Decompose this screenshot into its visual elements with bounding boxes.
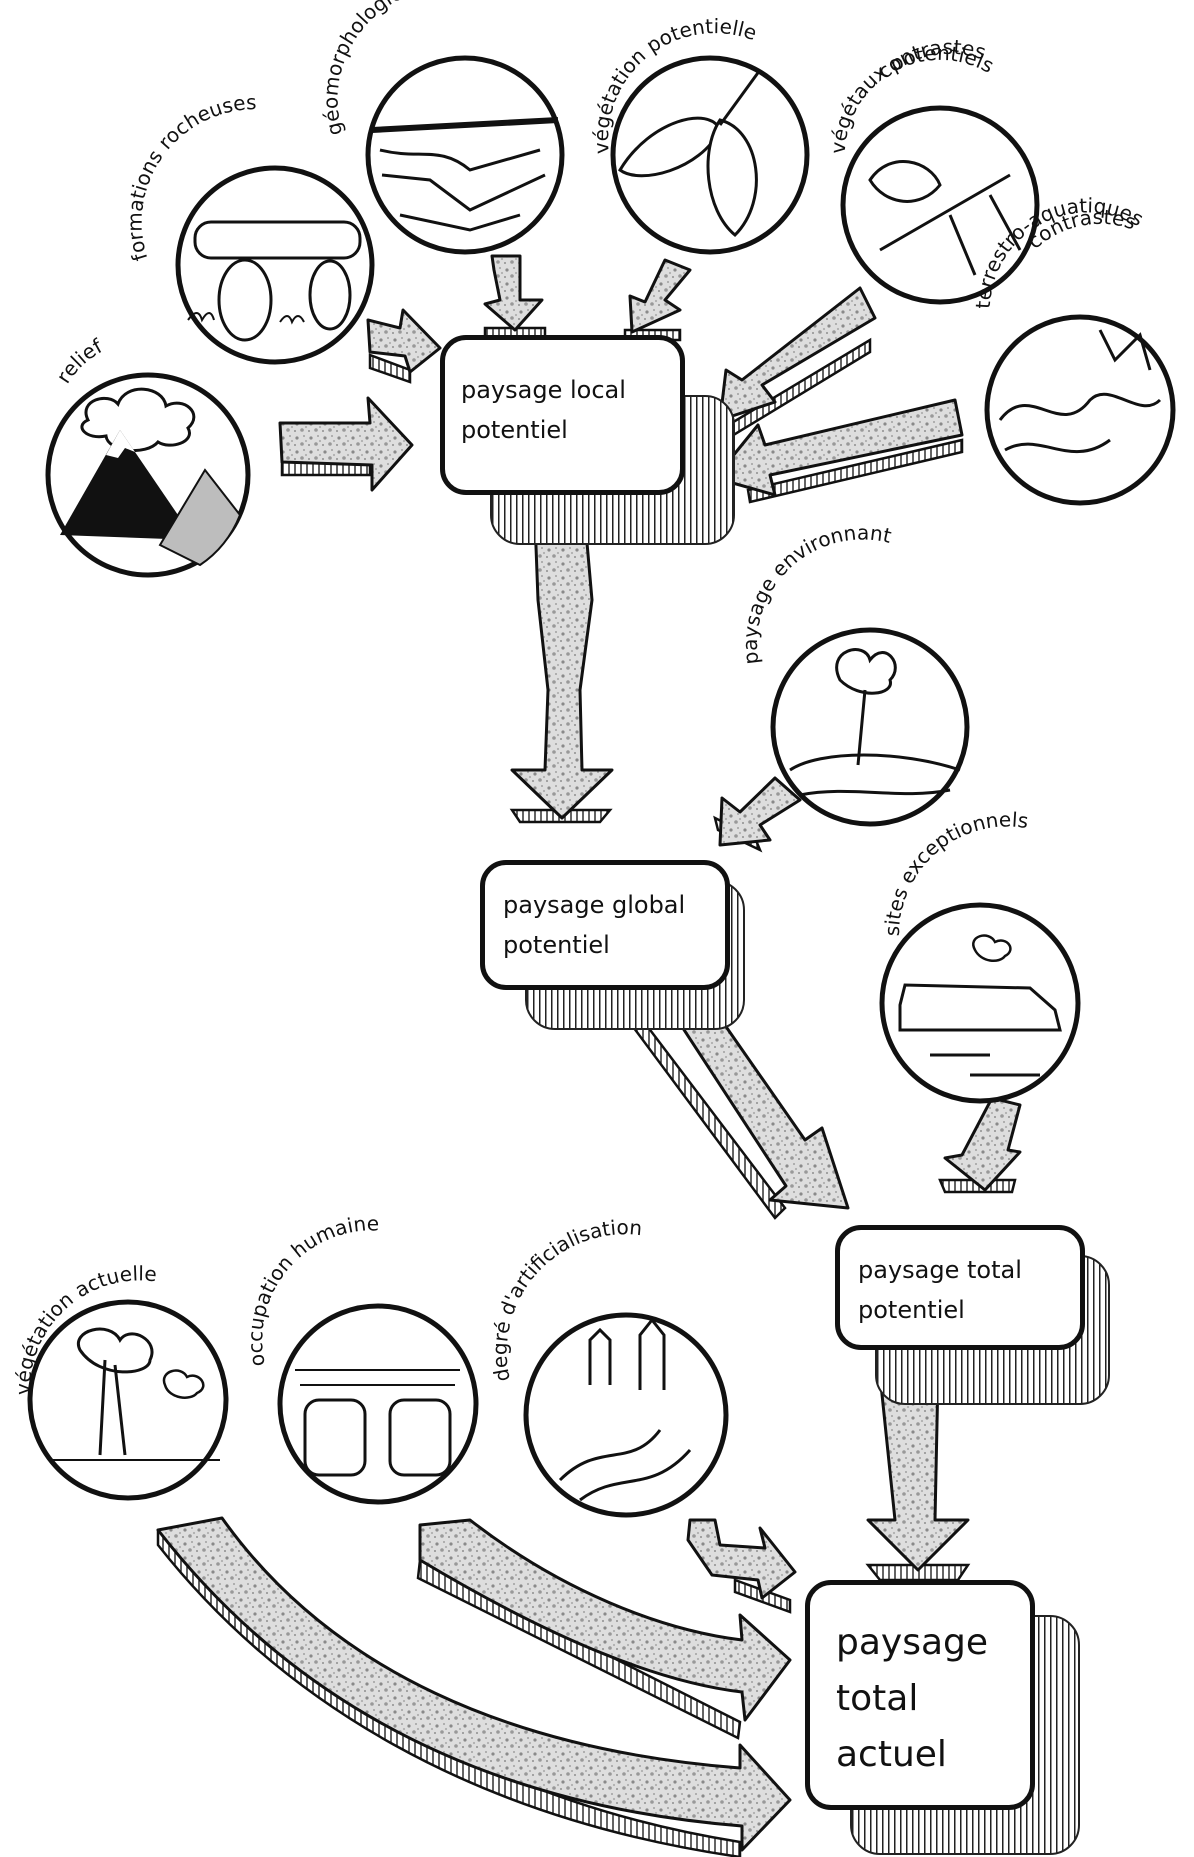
arrow-local-to-global bbox=[509, 518, 614, 824]
box-total-actuel-line3: actuel bbox=[836, 1734, 947, 1775]
arrow-contrastes-terr-to-local bbox=[713, 398, 964, 504]
box-total-potentiel-line2: potentiel bbox=[858, 1296, 965, 1324]
circle-relief bbox=[45, 372, 251, 578]
circle-geomorphologie-locale bbox=[365, 55, 565, 255]
box-paysage-local-potentiel: paysage local potentiel bbox=[440, 335, 685, 495]
circle-paysage-environnant bbox=[770, 627, 970, 827]
box-total-actuel-line2: total bbox=[836, 1678, 919, 1719]
arrow-occupation-to-actuel bbox=[416, 1518, 792, 1740]
arrow-env-to-global bbox=[713, 776, 802, 853]
arrow-geomorph-to-local bbox=[483, 254, 547, 340]
box-total-actuel-line1: paysage bbox=[836, 1622, 989, 1663]
circle-occupation-humaine bbox=[277, 1303, 479, 1505]
label-relief: relief bbox=[51, 334, 107, 388]
box-paysage-global-potentiel: paysage global potentiel bbox=[480, 860, 730, 990]
box-paysage-total-actuel: paysage total actuel bbox=[805, 1580, 1035, 1810]
arrow-sites-to-total-potentiel bbox=[938, 1096, 1022, 1194]
circle-contrastes-terrestro-aquatiques bbox=[984, 314, 1176, 506]
circle-contrastes-vegetaux bbox=[840, 105, 1040, 305]
arrow-relief-to-local bbox=[278, 396, 414, 492]
arrow-degre-to-actuel bbox=[686, 1518, 797, 1614]
arrow-contrastes-veg-to-local bbox=[718, 286, 877, 445]
arrow-vegetation-to-actuel bbox=[156, 1516, 792, 1857]
box-global-line1: paysage global bbox=[503, 891, 686, 919]
circle-sites-exceptionnels bbox=[879, 902, 1081, 1104]
arrow-formations-to-local bbox=[366, 308, 442, 384]
circle-formations-rocheuses bbox=[175, 165, 375, 365]
circle-vegetation-actuelle bbox=[27, 1299, 229, 1501]
box-global-line2: potentiel bbox=[503, 931, 610, 959]
box-local-line1: paysage local bbox=[461, 376, 626, 404]
box-total-potentiel-line1: paysage total bbox=[858, 1256, 1022, 1284]
circle-vegetation-potentielle bbox=[610, 55, 810, 255]
box-paysage-total-potentiel: paysage total potentiel bbox=[835, 1225, 1085, 1350]
arrow-total-potentiel-to-actuel bbox=[865, 1373, 971, 1582]
circle-degre-artificialisation bbox=[523, 1312, 729, 1518]
box-local-line2: potentiel bbox=[461, 416, 568, 444]
arrow-vegpot-to-local bbox=[623, 258, 692, 342]
